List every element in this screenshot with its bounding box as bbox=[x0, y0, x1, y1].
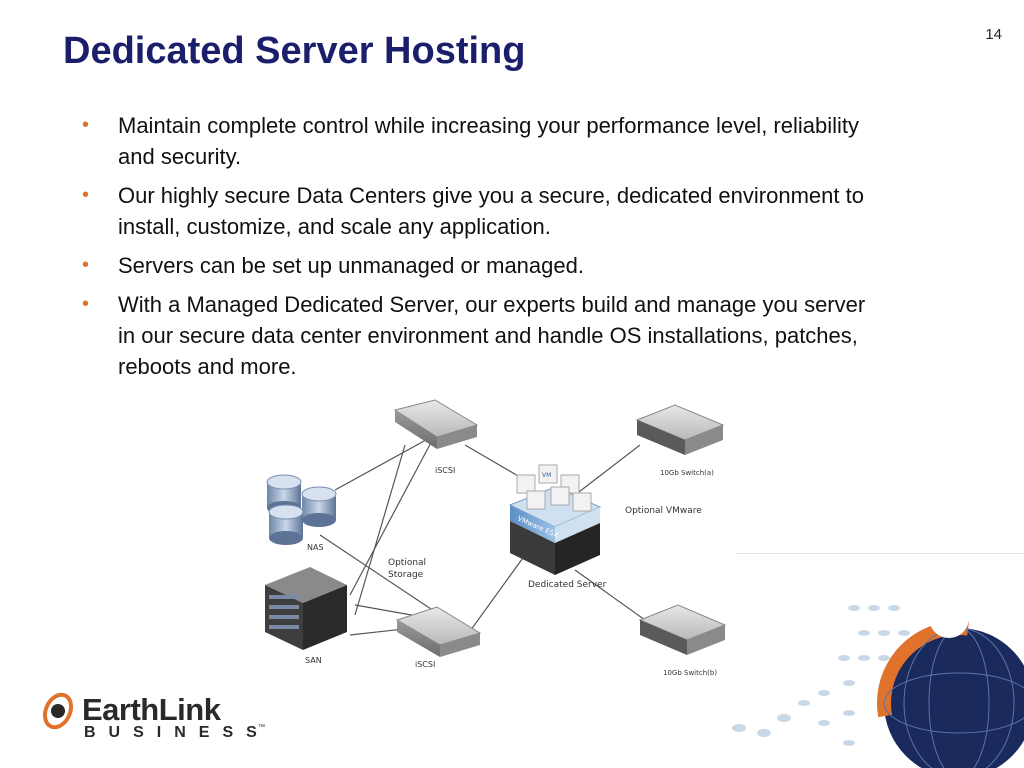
san-label: SAN bbox=[305, 656, 322, 665]
iscsi-switch-bottom bbox=[395, 606, 482, 657]
optional-storage-label-2: Storage bbox=[388, 570, 424, 580]
dedicated-server-icon bbox=[508, 464, 602, 575]
bullet-icon: • bbox=[82, 184, 90, 206]
earthlink-logo: EarthLink BUSINESS ™ bbox=[38, 688, 288, 748]
optional-vmware-label: Optional VMware bbox=[625, 506, 702, 516]
switch-b-label: 10Gb Switch(b) bbox=[663, 669, 717, 677]
vm-label: VM bbox=[542, 472, 551, 479]
nas-label: NAS bbox=[307, 543, 324, 552]
logo-sub: BUSINESS bbox=[84, 724, 270, 741]
bullet-icon: • bbox=[82, 254, 90, 276]
earthlink-logo-icon bbox=[42, 692, 74, 730]
iscsi-bottom-label: iSCSI bbox=[415, 660, 435, 669]
nas-disk-icon bbox=[266, 474, 337, 545]
slide-title: Dedicated Server Hosting bbox=[63, 30, 526, 72]
globe-decoration bbox=[732, 553, 1024, 768]
slide-number: 14 bbox=[985, 26, 1002, 43]
bullet-icon: • bbox=[82, 114, 90, 136]
san-rack-icon bbox=[265, 567, 347, 650]
bullet-item: • Maintain complete control while increas… bbox=[78, 110, 888, 172]
dedicated-server-label: Dedicated Server bbox=[528, 580, 607, 590]
bullet-text: Maintain complete control while increasi… bbox=[118, 113, 860, 169]
bullet-item: • Servers can be set up unmanaged or mana… bbox=[78, 250, 888, 281]
iscsi-top-label: iSCSI bbox=[435, 466, 455, 475]
logo-name: EarthLink bbox=[82, 692, 221, 727]
network-diagram: iSCSI NAS Optional Storage SAN iSCSI bbox=[265, 399, 727, 677]
optional-storage-label-1: Optional bbox=[388, 558, 426, 568]
bullet-text: Our highly secure Data Centers give you … bbox=[118, 183, 864, 239]
bullet-item: • With a Managed Dedicated Server, our ex… bbox=[78, 289, 888, 382]
bullet-item: • Our highly secure Data Centers give you… bbox=[78, 180, 888, 242]
switch-a-label: 10Gb Switch(a) bbox=[660, 469, 714, 477]
switch-b-icon bbox=[638, 604, 727, 655]
bullet-list: • Maintain complete control while increas… bbox=[78, 110, 888, 390]
iscsi-switch-top bbox=[393, 399, 479, 449]
switch-a-icon bbox=[635, 404, 725, 455]
logo-tm: ™ bbox=[258, 724, 265, 731]
bullet-icon: • bbox=[82, 293, 90, 315]
bullet-text: With a Managed Dedicated Server, our exp… bbox=[118, 292, 866, 379]
bullet-text: Servers can be set up unmanaged or manag… bbox=[118, 253, 584, 278]
